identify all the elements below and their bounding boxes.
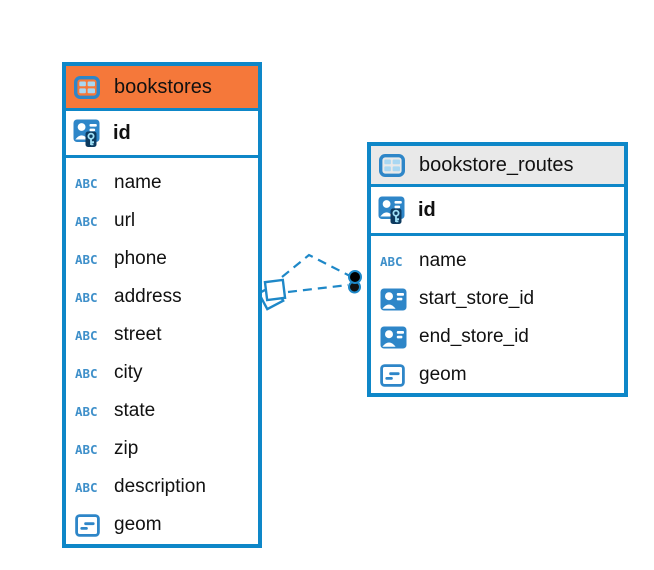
column-label: geom <box>419 364 467 385</box>
column-label: address <box>114 286 182 307</box>
abc-icon: ABC <box>380 253 403 269</box>
column-label: city <box>114 362 143 383</box>
column-label: url <box>114 210 136 231</box>
column-row[interactable]: ABC phone <box>66 240 258 278</box>
table-title: bookstore_routes <box>419 153 574 176</box>
person-icon <box>380 326 412 349</box>
abc-icon: ABC <box>75 403 98 419</box>
column-label: zip <box>114 438 139 459</box>
object-icon <box>380 363 412 387</box>
primary-key-row[interactable]: id <box>66 111 258 158</box>
column-label: state <box>114 400 156 421</box>
table-icon <box>379 153 411 177</box>
column-row[interactable]: ABC street <box>66 316 258 354</box>
diamond-marker[interactable] <box>257 278 287 311</box>
column-row[interactable]: ABC city <box>66 354 258 392</box>
table-header[interactable]: bookstores <box>66 66 258 111</box>
abc-icon: ABC <box>75 251 98 267</box>
column-row[interactable]: start_store_id <box>371 280 624 318</box>
column-row[interactable]: ABC url <box>66 202 258 240</box>
column-label: geom <box>114 514 162 535</box>
person-icon <box>380 288 412 311</box>
abc-icon: ABC <box>75 365 98 381</box>
column-row[interactable]: geom <box>371 356 624 394</box>
abc-icon: ABC <box>75 327 98 343</box>
primary-key-label: id <box>113 121 131 144</box>
column-row[interactable]: ABC name <box>66 164 258 202</box>
relationship-line-1[interactable] <box>281 253 351 278</box>
primary-key-label: id <box>418 198 436 221</box>
person-key-icon <box>73 119 105 148</box>
person-key-icon <box>378 196 410 225</box>
abc-icon: ABC <box>75 289 98 305</box>
column-row[interactable]: ABC name <box>371 242 624 280</box>
column-row[interactable]: end_store_id <box>371 318 624 356</box>
column-row[interactable]: ABC zip <box>66 430 258 468</box>
relationship-line-2[interactable] <box>287 283 349 294</box>
table-title: bookstores <box>114 75 212 98</box>
table-header[interactable]: bookstore_routes <box>371 146 624 187</box>
column-row[interactable]: geom <box>66 506 258 544</box>
column-label: description <box>114 476 206 497</box>
column-label: start_store_id <box>419 288 535 309</box>
column-list: ABC name start_store_id end_store_id geom <box>371 236 624 394</box>
dot-marker[interactable] <box>348 270 362 294</box>
column-label: street <box>114 324 162 345</box>
abc-icon: ABC <box>75 213 98 229</box>
column-label: end_store_id <box>419 326 529 347</box>
entity-table-bookstore-routes[interactable]: bookstore_routes id ABC name start_store_… <box>367 142 628 397</box>
primary-key-row[interactable]: id <box>371 187 624 236</box>
abc-icon: ABC <box>75 479 98 495</box>
column-label: phone <box>114 248 167 269</box>
column-row[interactable]: ABC state <box>66 392 258 430</box>
abc-icon: ABC <box>75 441 98 457</box>
column-label: name <box>114 172 162 193</box>
table-icon <box>74 75 106 99</box>
column-row[interactable]: ABC address <box>66 278 258 316</box>
column-label: name <box>419 250 467 271</box>
column-row[interactable]: ABC description <box>66 468 258 506</box>
abc-icon: ABC <box>75 175 98 191</box>
object-icon <box>75 513 107 537</box>
